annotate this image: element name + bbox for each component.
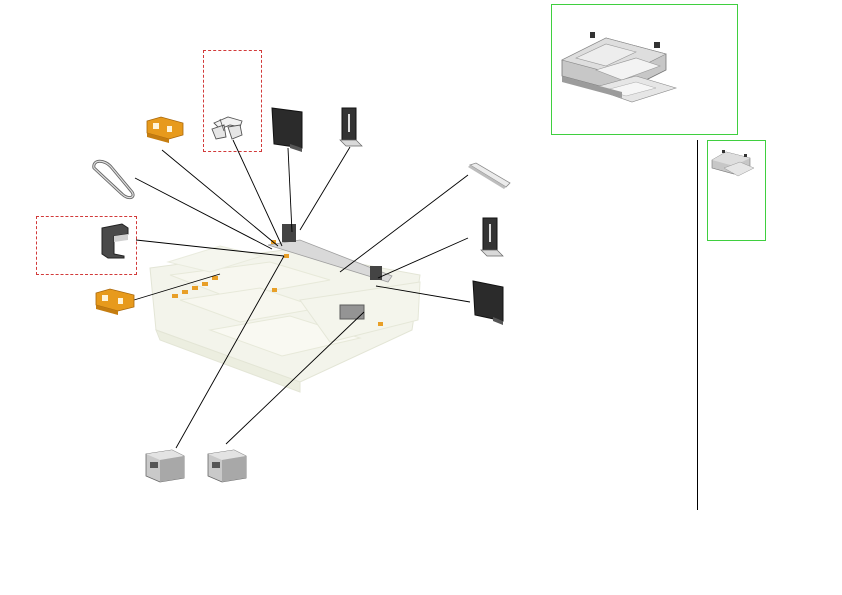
sensor-unit-icon [145, 449, 185, 483]
document-feeder-icon [561, 32, 678, 103]
callout-line-black-plate-right [375, 285, 471, 303]
rail-icon [468, 162, 511, 189]
callout-line-metal-clip [232, 139, 283, 247]
orange-screws-row [172, 276, 218, 298]
callout-line-orange-bracket-lower [133, 273, 221, 301]
belt-icon [92, 159, 135, 200]
metal-clip-frame [203, 50, 262, 152]
black-plate-icon [271, 107, 303, 152]
callout-line-white-rail [339, 174, 469, 273]
callout-lines [133, 139, 471, 449]
callout-line-sensor-unit-right [225, 311, 365, 445]
slot-bracket-icon [480, 217, 504, 257]
callout-line-slot-bracket-upper [299, 146, 351, 231]
guide-cover-icon [101, 223, 129, 259]
adf-thumbnail-frame [707, 140, 766, 241]
document-feeder-icon [711, 150, 755, 177]
callout-line-black-plate-left [287, 147, 293, 233]
callout-line-orange-bracket-upper [161, 149, 279, 247]
metal-clip-icon [211, 116, 243, 140]
slot-bracket-icon [339, 107, 363, 147]
black-plate-icon [472, 280, 504, 325]
callout-line-slot-bracket-right [377, 237, 469, 279]
orange-bracket-icon [95, 288, 135, 315]
callout-line-guide-cover [135, 239, 285, 257]
guide-cover-frame [36, 216, 137, 275]
callout-line-sensor-unit-left [175, 255, 285, 449]
sensor-unit-icon [207, 449, 247, 483]
divider-line [697, 140, 698, 510]
callout-line-drive-belt [134, 177, 273, 250]
orange-bracket-icon [146, 116, 184, 143]
adf-assembly-frame [551, 4, 738, 135]
feeder-body-ghost [149, 224, 421, 393]
